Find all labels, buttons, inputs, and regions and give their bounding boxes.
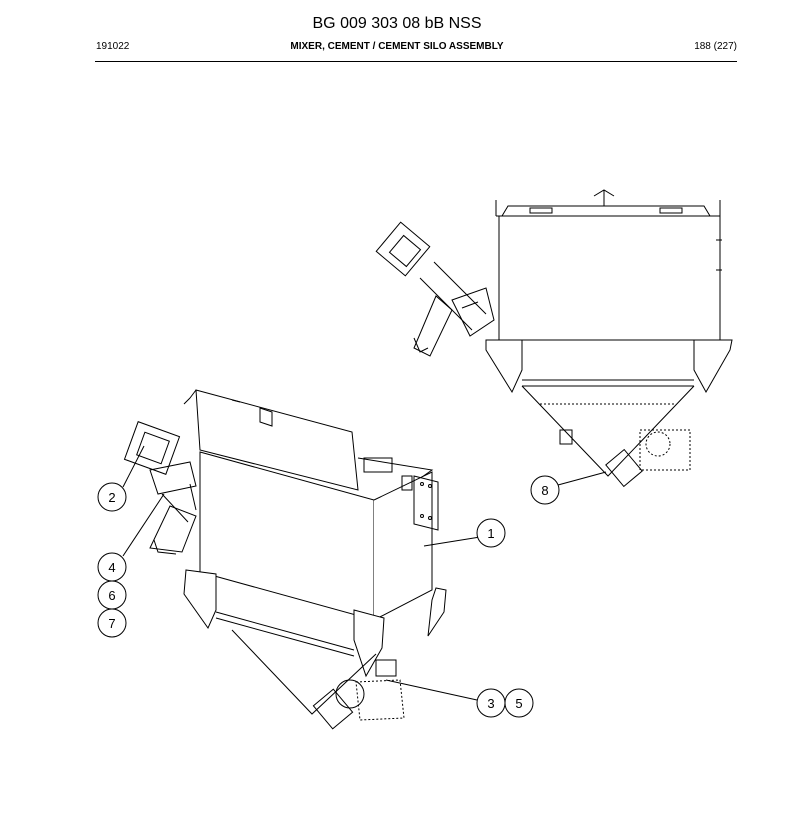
- svg-text:7: 7: [108, 616, 115, 631]
- callout-1: 1: [476, 518, 506, 548]
- svg-text:2: 2: [108, 490, 115, 505]
- lower-feeder-unit: [312, 659, 405, 730]
- callout-7: 7: [97, 608, 127, 638]
- document-number: BG 009 303 08 bB NSS: [312, 15, 482, 32]
- callout-6: 6: [97, 580, 127, 610]
- callout-3: 3: [476, 688, 506, 718]
- section-title: MIXER, CEMENT / CEMENT SILO ASSEMBLY: [290, 41, 504, 52]
- svg-text:3: 3: [487, 696, 494, 711]
- lower-screw-conveyor: [123, 421, 197, 555]
- svg-text:6: 6: [108, 588, 115, 603]
- page-info: 188 (227): [694, 41, 737, 52]
- lower-silo-assembly: [123, 389, 447, 730]
- callout-5: 5: [504, 688, 534, 718]
- svg-text:8: 8: [541, 483, 548, 498]
- upper-screw-conveyor: [375, 221, 495, 357]
- callout-4: 4: [97, 552, 127, 582]
- svg-text:1: 1: [487, 526, 494, 541]
- svg-text:5: 5: [515, 696, 522, 711]
- svg-text:4: 4: [108, 560, 115, 575]
- date-code: 191022: [96, 41, 130, 52]
- header-rule: [95, 61, 737, 62]
- upper-feeder-unit: [559, 429, 691, 488]
- callout-2: 2: [97, 482, 127, 512]
- callout-8: 8: [530, 475, 560, 505]
- upper-silo-assembly: [375, 189, 733, 488]
